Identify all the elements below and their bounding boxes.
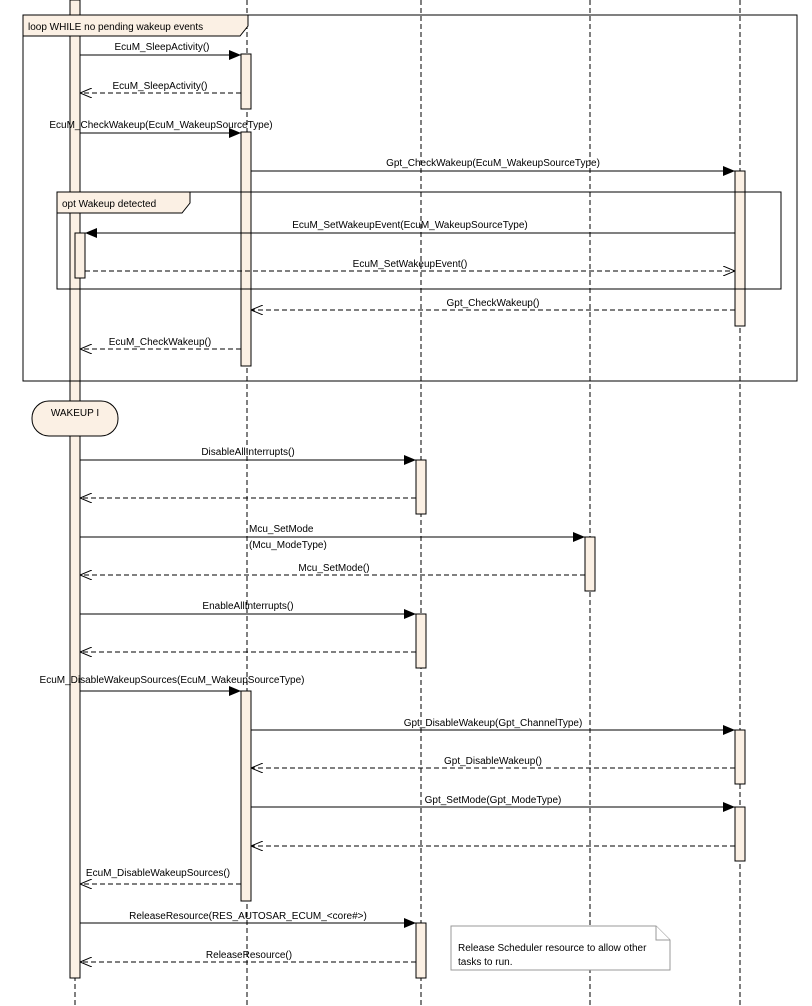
msg-gpt-checkwakeup-call-label: Gpt_CheckWakeup(EcuM_WakeupSourceType): [386, 158, 600, 169]
activation-sleep: [240, 53, 252, 110]
note-box: [450, 925, 671, 971]
activation-setwakeupevent: [74, 232, 86, 279]
msg-setwakeupevent-return-label: EcuM_SetWakeupEvent(): [353, 259, 468, 270]
loop-frame-tab: [22, 14, 249, 37]
msg-disableallinterrupts-call-label: DisableAllInterrupts(): [201, 447, 294, 458]
msg-disablewakeupsources-return-label: EcuM_DisableWakeupSources(): [86, 868, 230, 879]
msg-mcu-setmode-call-label-line2: (Mcu_ModeType): [249, 540, 327, 551]
activation-main: [69, 0, 81, 979]
state-wakeup-label: WAKEUP I: [51, 408, 99, 419]
activation-releaseresource: [415, 922, 427, 979]
state-wakeup: [31, 400, 119, 437]
note-line2: tasks to run.: [458, 957, 512, 968]
msg-releaseresource-call-label: ReleaseResource(RES_AUTOSAR_ECUM_<core#>…: [129, 911, 367, 922]
activation-disablewakeupsources: [240, 690, 252, 902]
activation-checkwakeup: [240, 131, 252, 367]
activation-enableallinterrupts: [415, 613, 427, 669]
activation-gpt-setmode: [734, 806, 746, 862]
msg-gpt-setmode-call-label: Gpt_SetMode(Gpt_ModeType): [425, 795, 562, 806]
msg-mcu-setmode-return-label: Mcu_SetMode(): [298, 563, 369, 574]
msg-gpt-disablewakeup-call-label: Gpt_DisableWakeup(Gpt_ChannelType): [404, 718, 583, 729]
opt-frame-label: opt Wakeup detected: [62, 199, 156, 210]
msg-releaseresource-return-label: ReleaseResource(): [206, 950, 292, 961]
opt-frame-tab: [56, 191, 191, 214]
loop-frame-label: loop WHILE no pending wakeup events: [28, 22, 203, 33]
msg-disablewakeupsources-call-label: EcuM_DisableWakeupSources(EcuM_WakeupSou…: [40, 675, 305, 686]
activation-gpt-disablewakeup: [734, 729, 746, 785]
msg-enableallinterrupts-call-label: EnableAllInterrupts(): [202, 601, 293, 612]
note-fold: [655, 926, 670, 941]
msg-sleepactivity-return-label: EcuM_SleepActivity(): [112, 81, 207, 92]
msg-setwakeupevent-call-label: EcuM_SetWakeupEvent(EcuM_WakeupSourceTyp…: [292, 220, 527, 231]
msg-gpt-checkwakeup-return-label: Gpt_CheckWakeup(): [447, 298, 540, 309]
activation-mcu-setmode: [584, 536, 596, 592]
msg-sleepactivity-call-label: EcuM_SleepActivity(): [114, 42, 209, 53]
activation-disableallinterrupts: [415, 459, 427, 515]
loop-frame: [22, 14, 798, 382]
msg-checkwakeup-return-label: EcuM_CheckWakeup(): [109, 337, 211, 348]
note-line1: Release Scheduler resource to allow othe…: [458, 943, 647, 954]
opt-frame: [56, 191, 782, 290]
msg-gpt-disablewakeup-return-label: Gpt_DisableWakeup(): [444, 756, 542, 767]
activation-gpt-check: [734, 170, 746, 327]
msg-mcu-setmode-call-label-line1: Mcu_SetMode: [249, 524, 314, 535]
msg-checkwakeup-call-label: EcuM_CheckWakeup(EcuM_WakeupSourceType): [49, 120, 272, 131]
